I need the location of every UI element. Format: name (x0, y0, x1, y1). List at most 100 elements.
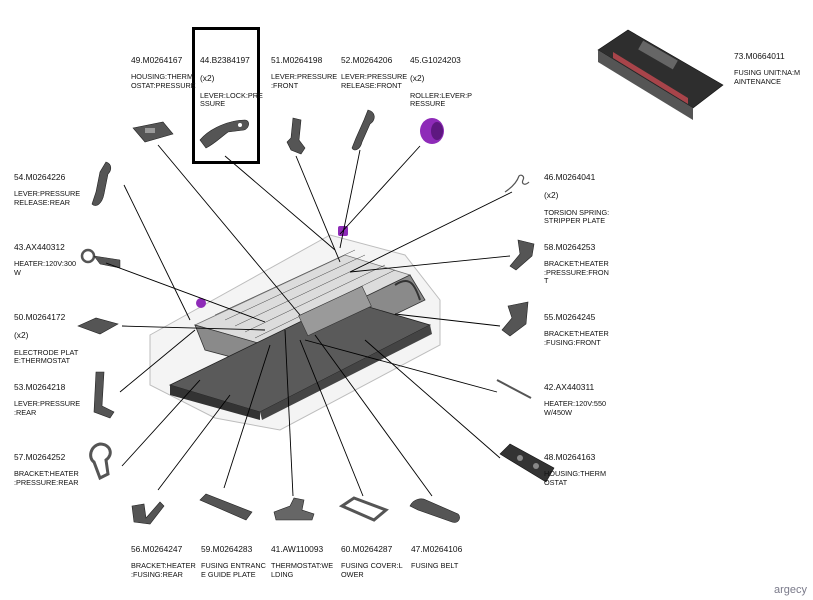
part-number: 44.B2384197 (200, 54, 250, 65)
label-part-49: 49.M0264167 HOUSING:THERM OSTAT:PRESSURE (131, 46, 196, 99)
part-description: BRACKET:HEATER :FUSING:REAR (131, 561, 196, 579)
assembly-lower-edge (170, 385, 260, 420)
label-part-47: 47.M0264106 FUSING BELT (411, 535, 462, 579)
part-number: 43.AX440312 (14, 241, 65, 252)
part-description: ELECTRODE PLAT E:THERMOSTAT (14, 347, 79, 366)
leader-line-56 (157, 394, 231, 491)
part-description: LEVER:PRESSURE :REAR (14, 399, 81, 417)
part-49-thumb (132, 121, 174, 143)
part-quantity: (x2) (200, 73, 215, 84)
label-part-58: 58.M0264253 BRACKET:HEATER :PRESSURE:FRO… (544, 233, 609, 295)
label-part-57: 57.M0264252 BRACKET:HEATER :PRESSURE:REA… (14, 443, 79, 496)
part-number: 60.M0264287 (341, 543, 393, 554)
leader-line-54 (123, 184, 191, 321)
part-number: 48.M0264163 (544, 451, 596, 462)
part-57-thumb (89, 442, 112, 481)
leader-line-45 (339, 145, 421, 235)
assembly-front-edge (260, 325, 432, 420)
leader-line-46 (349, 191, 513, 273)
label-part-48: 48.M0264163 HOUSING:THERM OSTAT (544, 443, 606, 496)
part-number: 49.M0264167 (131, 54, 183, 65)
part-60-thumb (338, 496, 389, 522)
part-45-thumb (420, 118, 444, 144)
label-part-52: 52.M0264206 LEVER:PRESSURE RELEASE:FRONT (341, 46, 407, 99)
part-41-thumb (273, 497, 315, 521)
part-description: HOUSING:THERM OSTAT:PRESSURE (131, 72, 196, 90)
part-51-thumb (286, 117, 306, 155)
part-number: 47.M0264106 (411, 543, 463, 554)
leader-line-44 (224, 155, 336, 251)
leader-line-41 (284, 329, 294, 497)
label-part-44: 44.B2384197 (x2) LEVER:LOCK:PRE SSURE (200, 46, 263, 118)
part-quantity: (x2) (14, 330, 29, 341)
part-43-thumb (80, 248, 121, 269)
leader-line-49 (157, 144, 301, 316)
leader-line-55 (394, 313, 501, 327)
part-description: FUSING ENTRANC E GUIDE PLATE (201, 561, 266, 579)
part-quantity: (x2) (410, 73, 425, 84)
part-73-thumb (597, 29, 724, 120)
part-56-thumb (131, 501, 165, 525)
label-part-51: 51.M0264198 LEVER:PRESSURE :FRONT (271, 46, 337, 99)
part-52-thumb (351, 109, 375, 151)
part-description: LEVER:PRESSURE RELEASE:REAR (14, 189, 81, 207)
part-description: ROLLER:LEVER:P RESSURE (410, 90, 473, 109)
part-description: HOUSING:THERM OSTAT (544, 469, 607, 487)
part-number: 55.M0264245 (544, 311, 596, 322)
part-description: BRACKET:HEATER :FUSING:FRONT (544, 329, 609, 347)
part-46-thumb (504, 174, 530, 193)
label-part-43: 43.AX440312 HEATER:120V:300 W (14, 233, 76, 286)
part-53-thumb (93, 371, 115, 419)
part-description: HEATER:120V:300 W (14, 259, 77, 277)
label-part-42: 42.AX440311 HEATER:120V:550 W/450W (544, 373, 606, 426)
leader-line-50 (121, 325, 266, 331)
part-number: 45.G1024203 (410, 54, 461, 65)
part-number: 59.M0264283 (201, 543, 253, 554)
part-number: 46.M0264041 (544, 171, 596, 182)
part-description: FUSING COVER:L OWER (341, 561, 403, 579)
label-part-56: 56.M0264247 BRACKET:HEATER :FUSING:REAR (131, 535, 196, 588)
part-48-thumb (499, 443, 555, 483)
highlight-frame-part-44 (192, 27, 260, 164)
leader-line-43 (105, 262, 266, 323)
leader-line-60 (299, 339, 364, 497)
leader-line-47 (314, 334, 433, 497)
part-58-thumb (509, 239, 535, 271)
part-44-thumb (199, 119, 249, 149)
assembly-roller-left (196, 298, 206, 308)
label-part-59: 59.M0264283 FUSING ENTRANC E GUIDE PLATE (201, 535, 266, 588)
part-description: HEATER:120V:550 W/450W (544, 399, 607, 417)
part-description: TORSION SPRING: STRIPPER PLATE (544, 207, 610, 226)
label-part-55: 55.M0264245 BRACKET:HEATER :FUSING:FRONT (544, 303, 609, 356)
part-number: 53.M0264218 (14, 381, 66, 392)
part-number: 41.AW110093 (271, 543, 324, 554)
assembly-wire (394, 280, 421, 301)
label-part-50: 50.M0264172 (x2) ELECTRODE PLAT E:THERMO… (14, 303, 78, 375)
label-part-41: 41.AW110093 THERMOSTAT:WE LDING (271, 535, 333, 588)
leader-line-57 (121, 379, 201, 467)
part-55-thumb (501, 301, 529, 337)
part-description: LEVER:LOCK:PRE SSURE (200, 90, 263, 109)
leader-line-42 (304, 339, 498, 393)
part-description: LEVER:PRESSURE :FRONT (271, 72, 338, 90)
fusing-unit-assembly (149, 226, 441, 431)
part-number: 52.M0264206 (341, 54, 393, 65)
part-description: FUSING UNIT:NA:M AINTENANCE (734, 68, 801, 86)
leader-line-59 (223, 344, 271, 489)
part-number: 57.M0264252 (14, 451, 66, 462)
leader-line-48 (364, 339, 501, 459)
leader-line-58 (349, 255, 511, 273)
part-50-thumb (77, 317, 119, 335)
part-number: 56.M0264247 (131, 543, 183, 554)
label-part-54: 54.M0264226 LEVER:PRESSURE RELEASE:REAR (14, 163, 80, 216)
leader-line-51 (295, 155, 341, 263)
part-54-thumb (91, 161, 112, 206)
part-number: 54.M0264226 (14, 171, 66, 182)
watermark-logo: argecy (773, 584, 807, 596)
part-description: BRACKET:HEATER :PRESSURE:FRON T (544, 259, 609, 286)
part-number: 58.M0264253 (544, 241, 596, 252)
label-part-45: 45.G1024203 (x2) ROLLER:LEVER:P RESSURE (410, 46, 472, 118)
part-number: 50.M0264172 (14, 311, 66, 322)
